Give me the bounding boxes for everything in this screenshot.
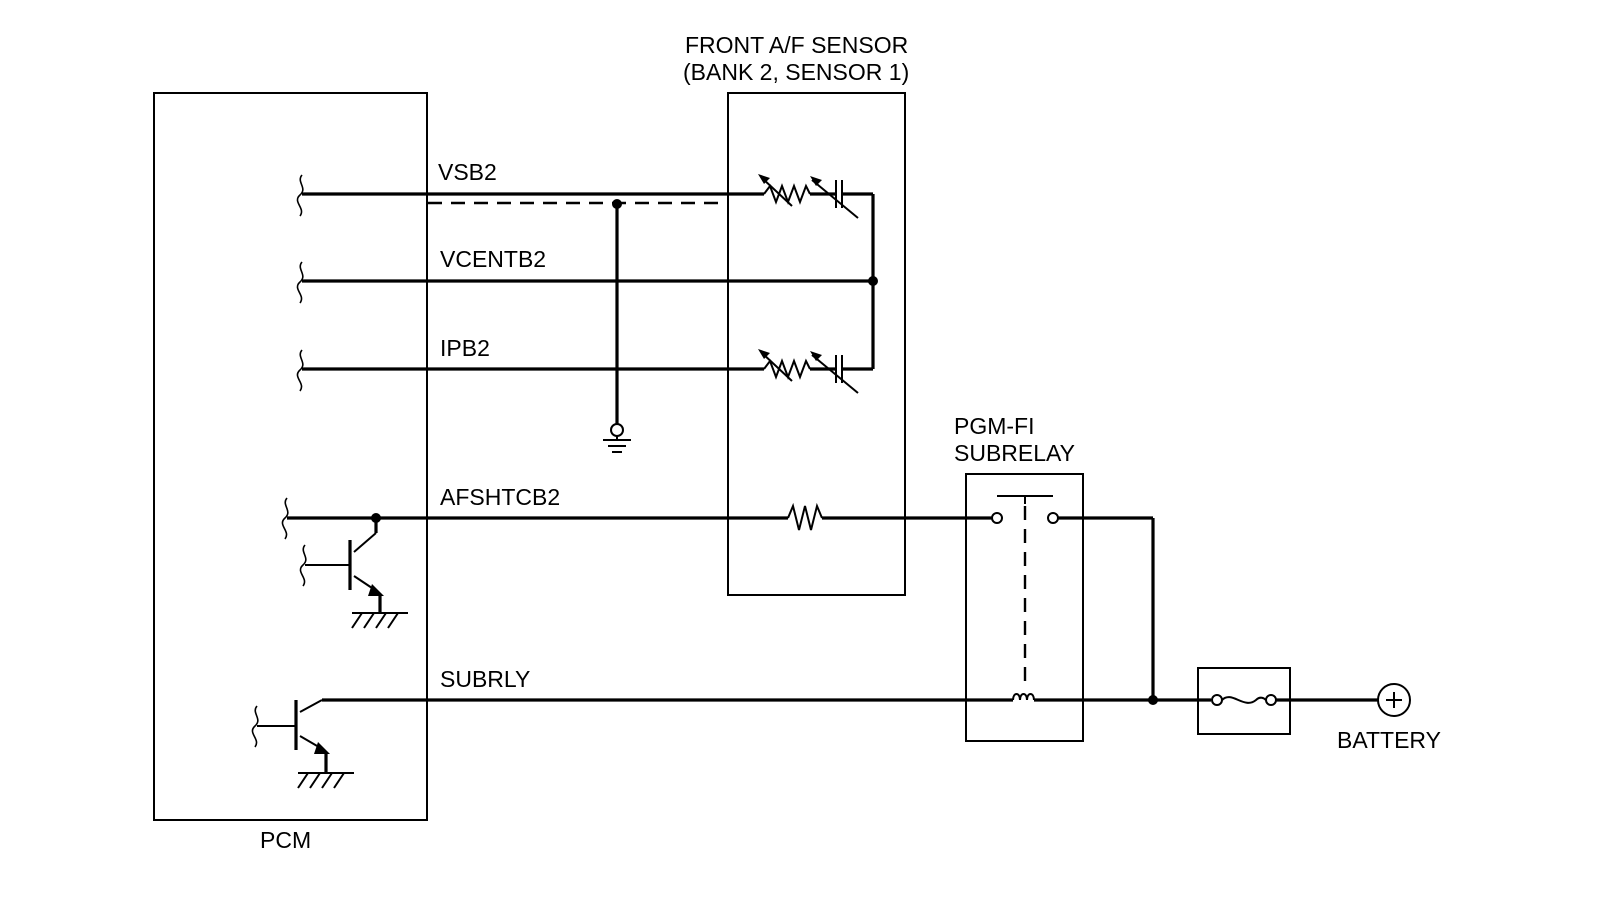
ground-icon (603, 436, 631, 453)
afshtcb2-circuit: AFSHTCB2 (281, 484, 1155, 700)
sensor-cell-lower (758, 349, 873, 394)
battery-label: BATTERY (1337, 727, 1441, 753)
af-sensor-label-line2: (BANK 2, SENSOR 1) (683, 59, 909, 85)
pcm-label: PCM (260, 827, 311, 853)
afshtcb2-label: AFSHTCB2 (440, 484, 560, 510)
heater-resistor-icon (787, 502, 823, 531)
sensor-common-node (868, 194, 878, 369)
relay-coil-icon (1012, 693, 1035, 701)
ipb2-label: IPB2 (440, 335, 490, 361)
subrly-circuit: SUBRLY (322, 666, 1211, 705)
subrelay-box (965, 473, 1084, 742)
shield-drain (610, 199, 624, 437)
relay-driver-transistor-icon (251, 699, 354, 789)
vsb2-circuit: VSB2 (296, 159, 764, 217)
relay-contact-icon (997, 495, 1053, 690)
fuse-icon (1211, 694, 1378, 706)
subrelay-label-line2: SUBRELAY (954, 440, 1075, 466)
sensor-cell-upper (758, 174, 873, 219)
subrelay-label-line1: PGM-FI (954, 413, 1035, 439)
heater-driver-transistor-icon (299, 518, 408, 629)
pcm-box (153, 92, 428, 821)
ipb2-circuit: IPB2 (296, 335, 764, 392)
vcentb2-label: VCENTB2 (440, 246, 546, 272)
af-sensor-box (727, 92, 906, 596)
af-sensor-label-line1: FRONT A/F SENSOR (685, 32, 908, 58)
subrly-label: SUBRLY (440, 666, 530, 692)
vsb2-label: VSB2 (438, 159, 497, 185)
battery-terminal-icon (1377, 683, 1411, 717)
vcentb2-circuit: VCENTB2 (296, 246, 873, 304)
